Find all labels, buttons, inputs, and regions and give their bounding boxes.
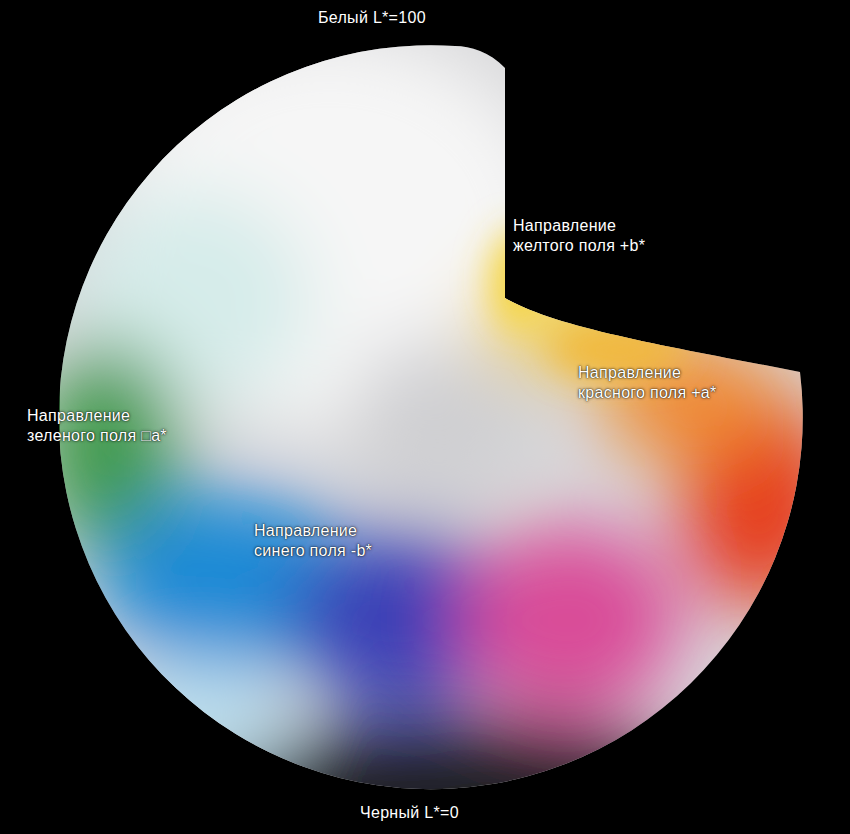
axis-label: Направление синего поля -b* <box>254 521 404 561</box>
axis-label: Направление желтого поля +b* <box>513 216 663 256</box>
axis-label: Черный L*=0 <box>360 803 459 823</box>
axis-label: Направление красного поля +a* <box>578 363 728 403</box>
axis-label: Направление зеленого поля □a* <box>27 406 177 446</box>
axis-label: Белый L*=100 <box>318 8 426 28</box>
